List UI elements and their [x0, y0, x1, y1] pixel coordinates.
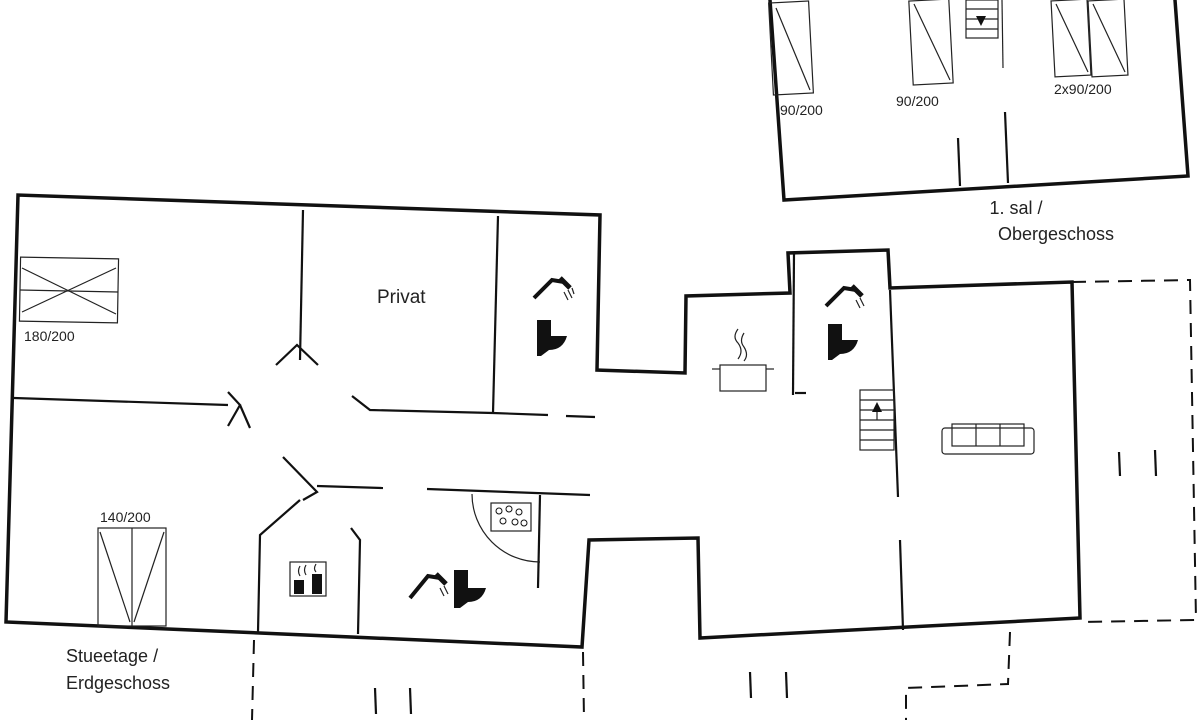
whirlpool-icon [490, 502, 532, 532]
bed-140-label: 140/200 [100, 509, 151, 525]
terrace-bottom-right [582, 651, 585, 720]
ground-floor: 180/200 140/200 Privat [4, 193, 1198, 720]
upper-bed-1 [767, 0, 815, 96]
toilet-icon [537, 320, 567, 356]
terrace-right [1071, 278, 1198, 623]
stairs-up-icon [859, 389, 895, 451]
upper-bed-2 [908, 0, 954, 86]
double-bed-180 [18, 256, 120, 324]
upper-floor-walls [768, 0, 1190, 202]
ground-floor-label-line2: Erdgeschoss [66, 673, 170, 693]
upper-floor-label-line2: Obergeschoss [998, 224, 1114, 244]
bed-180-label: 180/200 [24, 328, 75, 344]
shower-icon [532, 276, 575, 301]
upper-bed-1-label: 90/200 [780, 102, 823, 118]
cooking-pot-icon [712, 328, 774, 392]
shower-icon-2 [824, 284, 865, 309]
toilet-icon-2 [828, 324, 858, 360]
upper-bed-2-label: 90/200 [896, 93, 939, 109]
upper-bed-3 [1050, 0, 1129, 78]
sauna-icon [289, 561, 327, 597]
toilet-icon-3 [454, 570, 486, 608]
ground-floor-walls-left [4, 193, 1082, 649]
terrace-bottom-left [251, 639, 255, 720]
room-private-label: Privat [377, 287, 426, 308]
ground-floor-label-line1: Stueetage / [66, 646, 158, 666]
terrace-bottom-east [905, 631, 1011, 720]
bed-140 [97, 527, 167, 627]
upper-bed-3-label: 2x90/200 [1054, 81, 1112, 97]
upper-stairs-icon [965, 0, 999, 39]
upper-floor-label-line1: 1. sal / [989, 198, 1042, 218]
sofa-icon [941, 423, 1035, 455]
shower-icon-3 [408, 572, 449, 600]
upper-floor: 90/200 90/200 2x90/200 1. sal / Obergesc… [767, 0, 1190, 244]
